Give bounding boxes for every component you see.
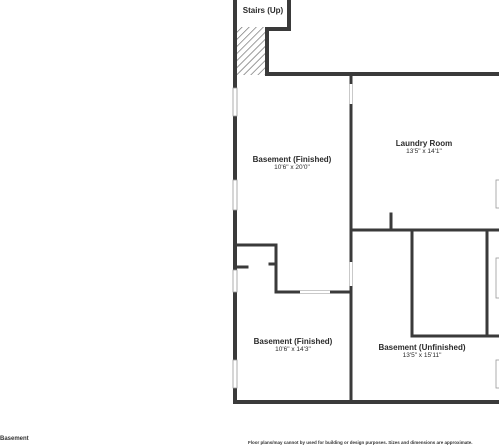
stairs-label: Stairs (Up) bbox=[242, 6, 284, 15]
window bbox=[495, 257, 499, 299]
door-openings bbox=[300, 84, 354, 295]
room-label-basement-finished-lower: Basement (Finished) 10'6" x 14'3" bbox=[254, 337, 333, 353]
disclaimer: Floor plans/may cannot by used for build… bbox=[248, 440, 473, 445]
windows bbox=[232, 87, 499, 389]
room-name: Basement (Finished) bbox=[252, 155, 332, 164]
window bbox=[232, 359, 238, 389]
door-thresholds bbox=[300, 84, 353, 294]
room-name: Basement (Unfinished) bbox=[378, 343, 466, 352]
window bbox=[232, 87, 238, 117]
window bbox=[495, 359, 499, 389]
room-dimensions: 13'5" x 14'1" bbox=[406, 148, 442, 155]
window bbox=[232, 269, 238, 293]
window bbox=[495, 179, 499, 209]
room-dimensions: 10'6" x 20'0" bbox=[274, 164, 310, 171]
room-dimensions: 13'5" x 15'11" bbox=[402, 352, 442, 359]
stairs-hatch bbox=[235, 27, 266, 75]
room-label-laundry-room: Laundry Room 13'5" x 14'1" bbox=[396, 139, 452, 155]
room-label-basement-unfinished: Basement (Unfinished) 13'5" x 15'11" bbox=[378, 343, 465, 359]
room-name: Basement (Finished) bbox=[253, 337, 333, 346]
room-dimensions: 10'6" x 14'3" bbox=[275, 346, 311, 353]
window bbox=[232, 179, 238, 211]
stairs-walls bbox=[233, 0, 291, 78]
room-name: Laundry Room bbox=[395, 139, 453, 148]
room-label-basement-finished-upper: Basement (Finished) 10'6" x 20'0" bbox=[253, 155, 332, 171]
floor-label: Basement bbox=[0, 436, 29, 442]
